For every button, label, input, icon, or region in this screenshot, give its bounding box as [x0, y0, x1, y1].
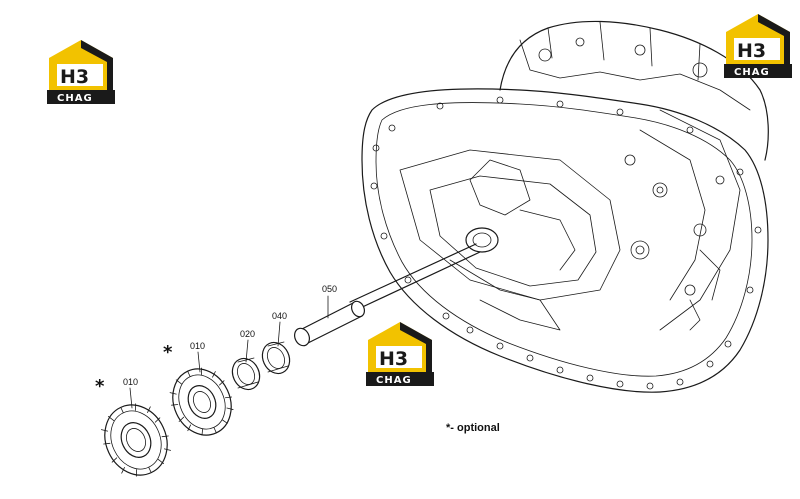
leader-lines: [129, 295, 329, 409]
gearbox-housing: [361, 20, 769, 393]
callout-050: 050: [322, 284, 337, 294]
shaft-050: [294, 243, 481, 347]
logo-letters: H3: [737, 40, 766, 62]
logo-sub: CHAG: [734, 67, 770, 78]
callout-010-rear: 010: [190, 341, 205, 351]
callout-040: 040: [272, 311, 287, 321]
h3-chag-logo-top-right: H3 CHAG: [724, 14, 792, 78]
ring-040: [261, 341, 291, 375]
optional-legend: *- optional: [446, 422, 500, 434]
optional-marker-rear: *: [163, 342, 173, 363]
logo-letters: H3: [379, 348, 408, 370]
callout-010-front: 010: [123, 377, 138, 387]
logo-sub: CHAG: [57, 93, 93, 104]
h3-chag-logo-center: H3 CHAG: [366, 322, 434, 386]
optional-marker-front: *: [95, 376, 105, 397]
logo-sub: CHAG: [376, 375, 412, 386]
gear-010-front: [100, 403, 172, 477]
logo-letters: H3: [60, 66, 89, 88]
h3-chag-logo-top-left: H3 CHAG: [47, 40, 115, 104]
gear-010-rear: [169, 367, 234, 436]
callout-020: 020: [240, 329, 255, 339]
